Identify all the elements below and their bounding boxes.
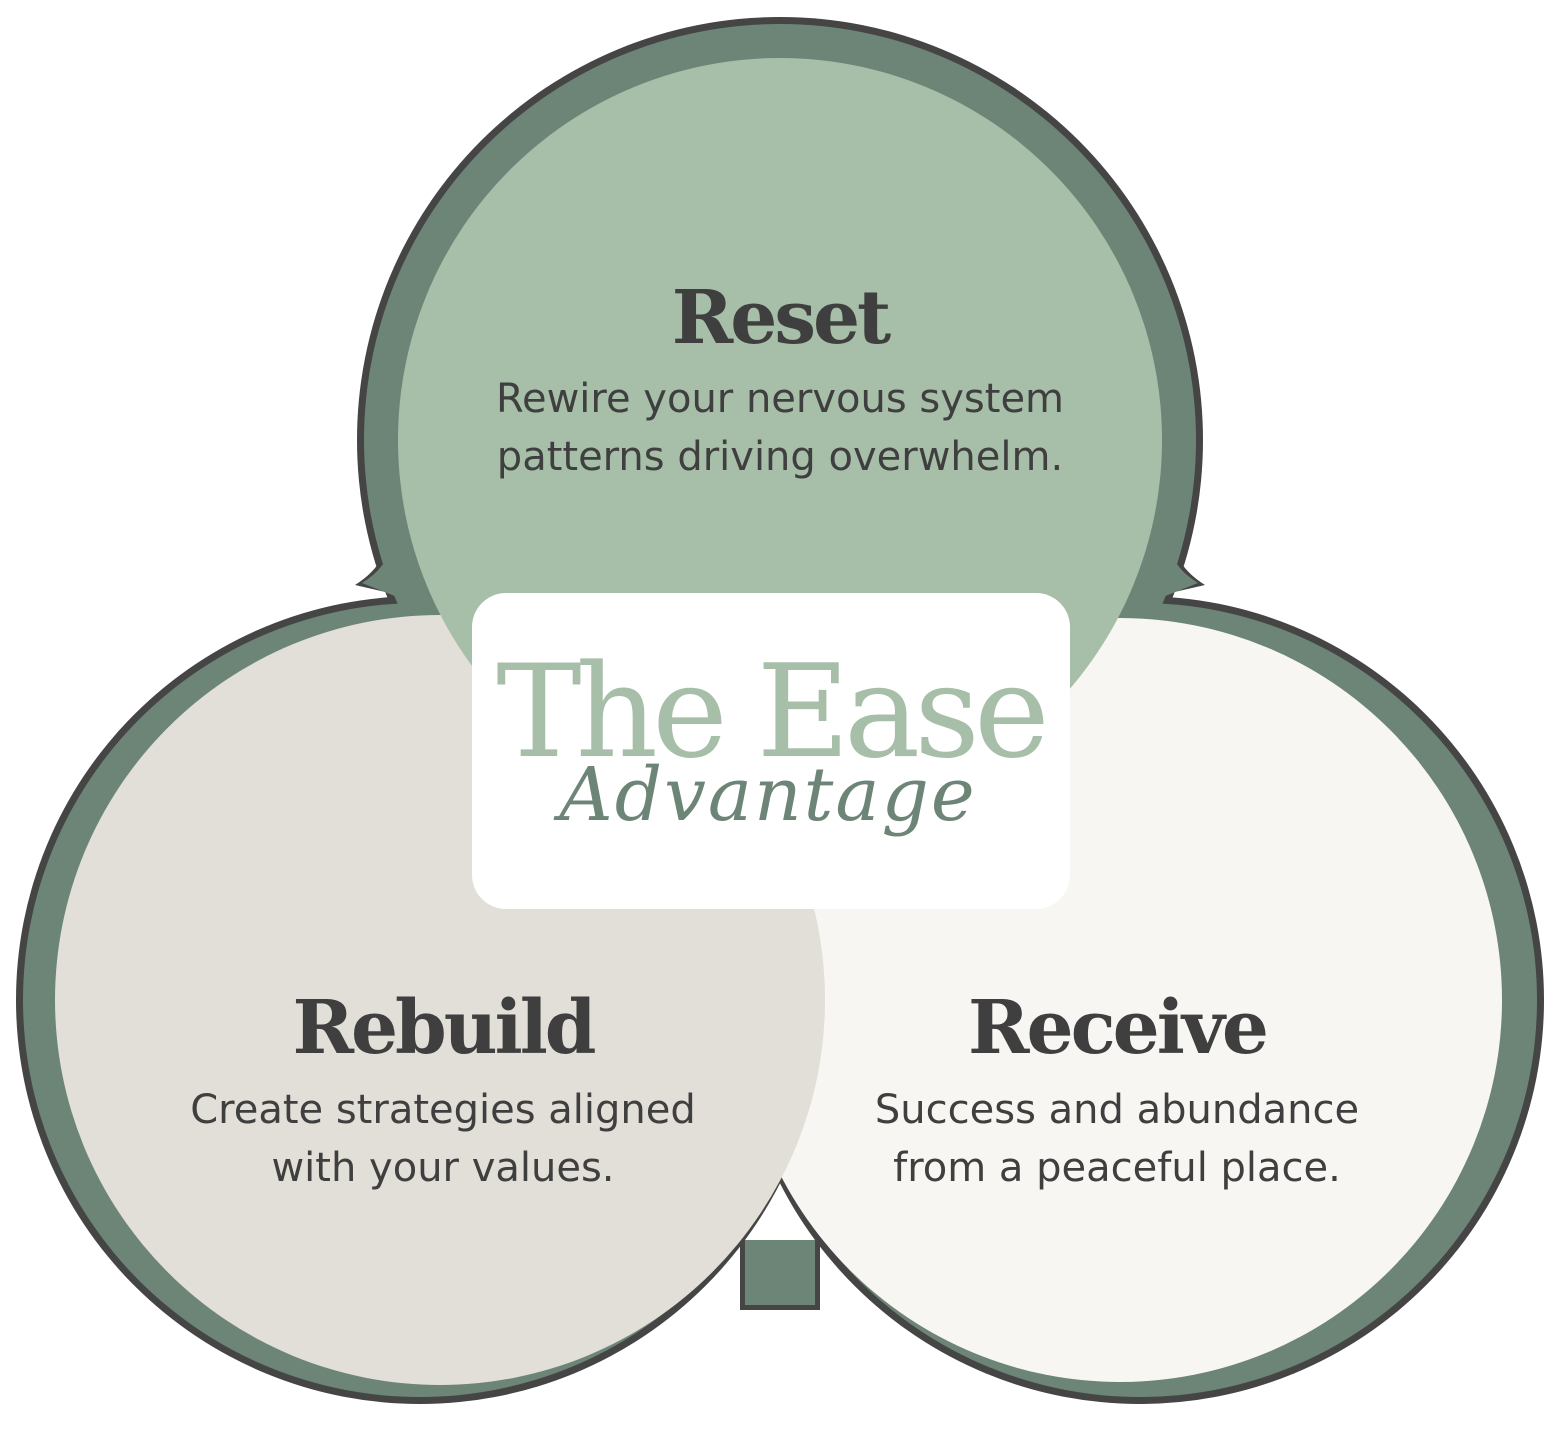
receive-title: Receive (968, 985, 1266, 1071)
logo-main-text: The Ease (496, 638, 1044, 787)
outer-band-joint-bottom (745, 1240, 815, 1305)
reset-title: Reset (672, 275, 891, 361)
receive-desc-line-1: Success and abundance (875, 1087, 1359, 1133)
receive-desc-line-2: from a peaceful place. (893, 1145, 1341, 1191)
reset-desc-line-2: patterns driving overwhelm. (497, 434, 1063, 480)
rebuild-title: Rebuild (292, 985, 595, 1071)
rebuild-desc-line-1: Create strategies aligned (190, 1087, 696, 1133)
outer-band-joint-left (362, 518, 430, 610)
reset-desc-line-1: Rewire your nervous system (496, 376, 1064, 422)
logo-script-text: Advantage (553, 752, 976, 838)
center-logo-card (472, 593, 1070, 909)
rebuild-desc-line-2: with your values. (271, 1145, 614, 1191)
outer-band-joint-right (1130, 518, 1198, 610)
